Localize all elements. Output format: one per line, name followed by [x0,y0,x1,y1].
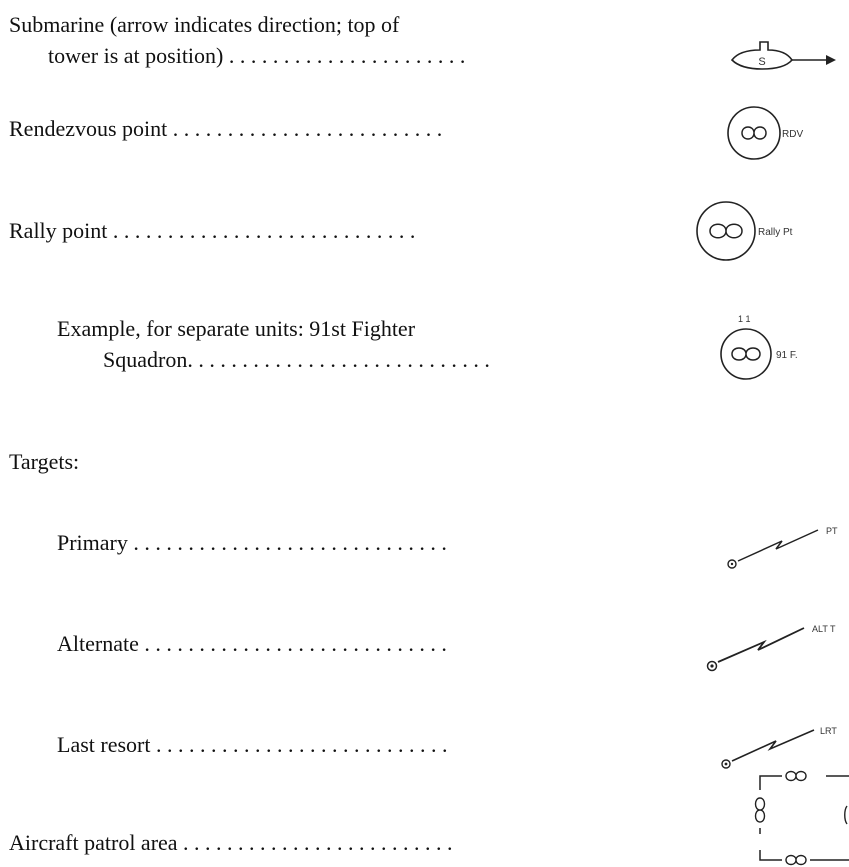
fighter-squadron-symbol-text: 91 F. [776,350,798,361]
submarine-label-line1: Submarine (arrow indicates direction; to… [9,12,400,37]
primary-target-symbol-text: PT [826,526,838,536]
fighter-squadron-symbol-icon: 1 1 91 F. [720,310,845,390]
example-label-line2: Squadron. . . . . . . . . . . . . . . . … [103,347,490,372]
rally-point-symbol-text: Rally Pt [758,227,793,238]
primary-target-symbol-icon: PT [720,520,845,580]
example-label-line1: Example, for separate units: 91st Fighte… [57,316,416,341]
rally-point-symbol-icon: Rally Pt [694,198,844,264]
alternate-target-symbol-icon: ALT T [700,618,845,680]
rendezvous-symbol-text: RDV [782,129,803,140]
patrol-area-symbol-icon [752,766,849,866]
alternate-target-symbol-text: ALT T [812,624,836,634]
targets-heading: Targets: [9,449,80,474]
last-resort-target-label: Last resort . . . . . . . . . . . . . . … [57,732,448,757]
rendezvous-label: Rendezvous point . . . . . . . . . . . .… [9,116,443,141]
submarine-symbol-icon: S [728,36,843,74]
primary-target-label: Primary . . . . . . . . . . . . . . . . … [57,530,447,555]
last-resort-target-symbol-icon: LRT [714,720,844,780]
alternate-target-label: Alternate . . . . . . . . . . . . . . . … [57,631,447,656]
submarine-symbol-letter: S [758,56,765,68]
patrol-area-label: Aircraft patrol area . . . . . . . . . .… [9,830,453,855]
rally-point-label: Rally point . . . . . . . . . . . . . . … [9,218,416,243]
fighter-squadron-symbol-top: 1 1 [738,314,751,324]
last-resort-target-symbol-text: LRT [820,726,837,736]
rendezvous-symbol-icon: RDV [724,104,844,164]
submarine-label-line2: tower is at position) . . . . . . . . . … [48,43,466,68]
